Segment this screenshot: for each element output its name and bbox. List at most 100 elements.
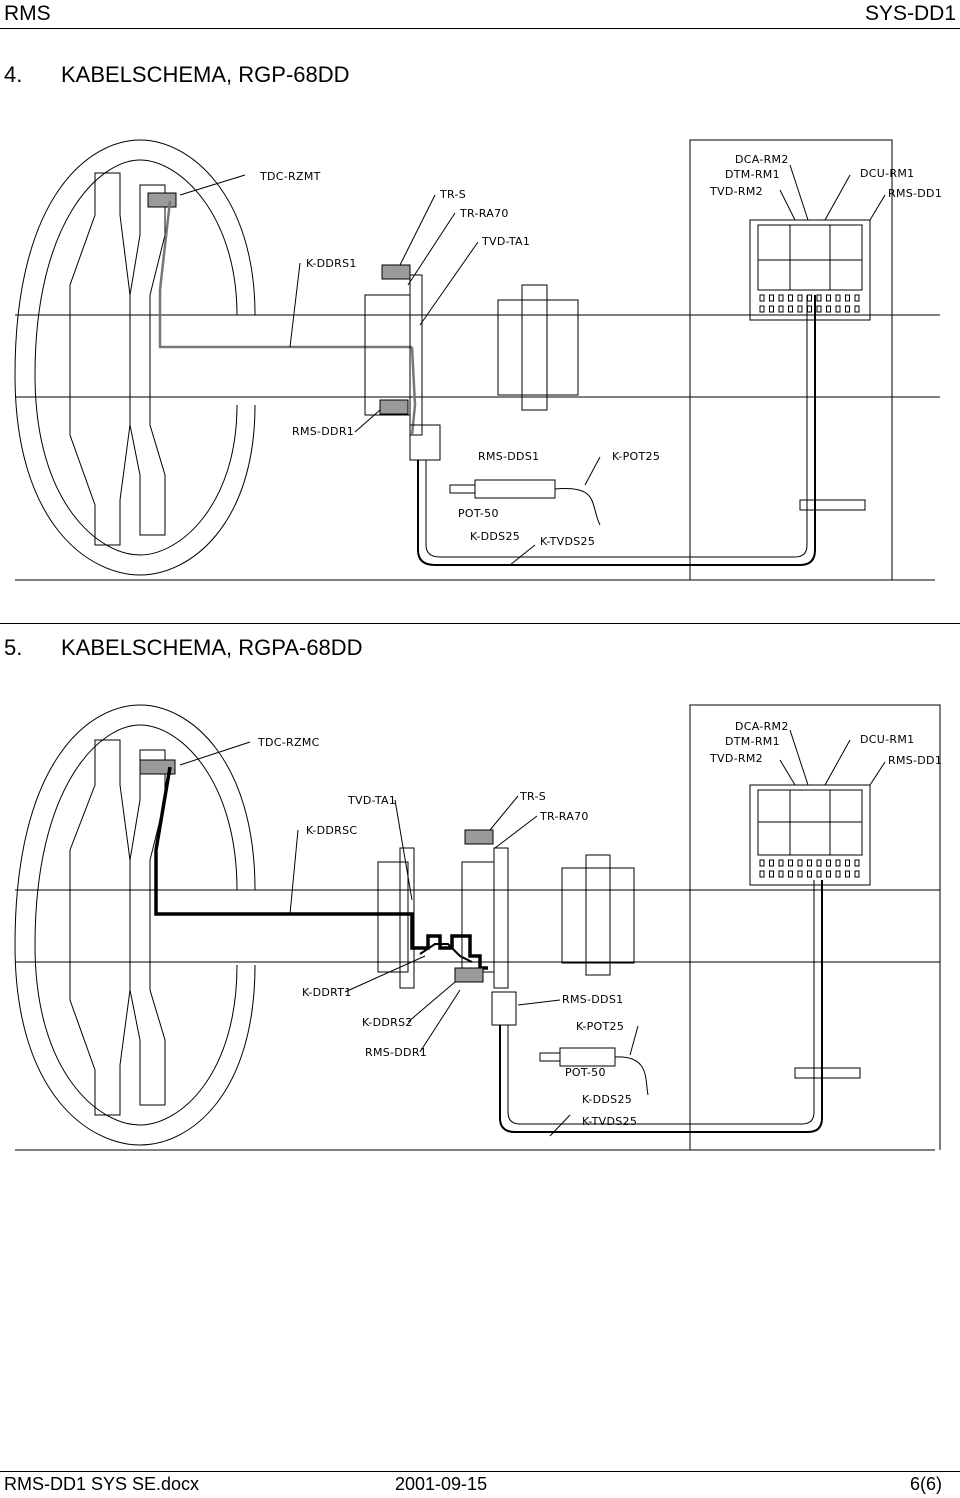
ring-outer-top: [14, 139, 256, 376]
rack-terminal: [769, 305, 774, 313]
leader-kddrs: [289, 262, 301, 348]
rack-terminal: [769, 294, 774, 302]
ring-inner-bottom: [34, 374, 238, 556]
leader-kddrt1: [344, 955, 426, 993]
sensor-box-dds: [409, 424, 441, 461]
rack-terminal: [788, 305, 793, 313]
section-4-number: 4.: [4, 62, 23, 87]
leader-dcarm2: [789, 729, 809, 786]
rack-terminal: [816, 859, 822, 867]
rack-terminal: [788, 294, 793, 302]
leader-tdc: [179, 741, 251, 766]
leader-trra: [494, 815, 538, 849]
disc-3-hub: [561, 867, 635, 964]
ring-outer-bottom: [14, 374, 256, 576]
leader-ktvds25: [509, 544, 536, 566]
cabinet-foot: [794, 1067, 861, 1079]
label-k-dds25: K-DDS25: [470, 530, 520, 543]
cable-k-pot25: [614, 1056, 649, 1096]
leader-kddrs2: [407, 981, 456, 1023]
label-dcu-rm1: DCU-RM1: [860, 733, 914, 746]
label-tr-s: TR-S: [519, 790, 546, 803]
rack-terminal: [816, 305, 822, 313]
rack-terminal: [854, 870, 860, 878]
hatch-ddr: [454, 967, 484, 983]
rack-terminal: [845, 294, 850, 302]
leader-dcurm1: [824, 739, 851, 786]
label-dtm-rm1: DTM-RM1: [725, 168, 780, 181]
leader-trs: [399, 194, 436, 266]
disc-2-hub: [497, 299, 579, 396]
rack-terminal: [854, 859, 860, 867]
rack-terminal: [816, 870, 822, 878]
rack-terminal: [835, 859, 841, 867]
rack-terminal: [769, 870, 774, 878]
cable-k-dds25: [499, 880, 823, 1133]
leader-trra: [407, 212, 456, 286]
disc-1-hub: [399, 847, 415, 989]
leader-tvdta: [394, 799, 413, 901]
cable-k-pot25: [554, 487, 601, 526]
cable-k-tvds25: [425, 295, 808, 558]
footer-file: RMS-DD1 SYS SE.docx: [4, 1474, 200, 1494]
section-5-number: 5.: [4, 635, 23, 660]
cable-diagram-rgp: TDC-RZMT TR-S TR-RA70 TVD-TA1 K-DDRS1 DC…: [14, 139, 942, 581]
rack-terminal: [778, 870, 784, 878]
label-tvd-ta1: TVD-TA1: [347, 794, 396, 807]
label-tvd-rm2: TVD-RM2: [709, 752, 763, 765]
leader-rmsdd1: [869, 761, 886, 786]
leader-tdc: [179, 174, 246, 196]
rack-terminal: [845, 859, 850, 867]
wheel-web-right: [129, 749, 166, 1106]
rack-terminal: [826, 294, 831, 302]
leader-dcurm1: [824, 174, 851, 221]
label-rms-dd1: RMS-DD1: [888, 754, 942, 767]
rack-terminal: [788, 859, 793, 867]
rack-terminal: [797, 859, 803, 867]
rack-rms-dd1: [749, 219, 871, 321]
footer-date: 2001-09-15: [395, 1474, 488, 1494]
rack-terminal: [759, 305, 765, 313]
footer-rule: [0, 1471, 960, 1472]
cable-k-ddrsc: [154, 766, 488, 970]
disc-2: [521, 284, 548, 411]
rack-terminal: [845, 870, 850, 878]
cabinet-outline: [689, 704, 941, 1150]
label-tvd-rm2: TVD-RM2: [709, 185, 763, 198]
label-rms-dds1: RMS-DDS1: [562, 993, 623, 1006]
ring-outer-bottom: [14, 944, 256, 1146]
leader-ktvds25: [549, 1114, 571, 1137]
rack-terminal: [759, 870, 765, 878]
rack-terminal: [826, 870, 831, 878]
ring-inner-top: [34, 159, 238, 376]
wheel-web-right: [129, 184, 166, 536]
label-k-pot25: K-POT25: [576, 1020, 624, 1033]
rack-terminal: [835, 305, 841, 313]
pot-50-rod: [539, 1052, 561, 1062]
label-tdc-rzmt: TDC-RZMT: [259, 170, 321, 183]
label-rms-dds1: RMS-DDS1: [478, 450, 539, 463]
rack-terminal: [807, 305, 812, 313]
leader-rmsdd1: [869, 194, 886, 221]
rack-terminal: [826, 859, 831, 867]
pot-50-rod: [449, 484, 476, 494]
wheel-web-left: [69, 739, 131, 1116]
cabinet-foot: [799, 499, 866, 511]
rack-terminal: [807, 859, 812, 867]
label-tdc-rzmc: TDC-RZMC: [257, 736, 320, 749]
label-dcu-rm1: DCU-RM1: [860, 167, 914, 180]
disc-3: [585, 854, 611, 976]
cable-k-dds25: [417, 295, 816, 566]
leader-trs: [489, 795, 519, 831]
rack-terminal: [778, 859, 784, 867]
hatch-ddr: [379, 399, 409, 415]
label-rms-ddr1: RMS-DDR1: [365, 1046, 427, 1059]
section-4-heading: 4.KABELSCHEMA, RGP-68DD: [4, 62, 350, 88]
leader-tvdrm2: [779, 189, 796, 221]
wheel-web-left: [69, 172, 131, 546]
leader-kddrsc: [289, 829, 299, 915]
cabinet-outline: [689, 139, 893, 580]
rack-terminal: [759, 859, 765, 867]
rack-terminal: [759, 294, 765, 302]
rack-terminal: [797, 870, 803, 878]
